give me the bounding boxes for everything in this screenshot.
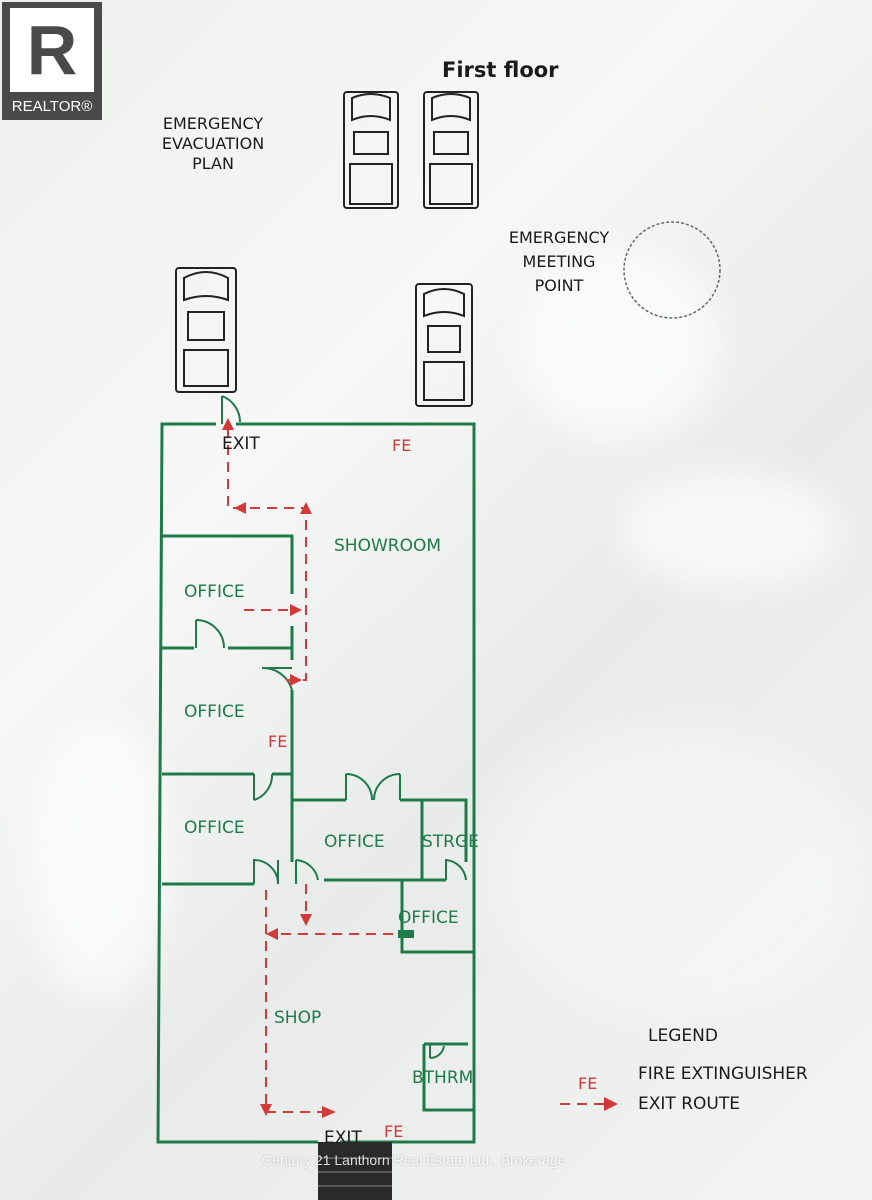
legend-title: LEGEND xyxy=(648,1026,718,1046)
page-title: First floor xyxy=(442,58,559,82)
fe-label-showroom: FE xyxy=(392,436,412,455)
room-bathroom: BTHRM xyxy=(412,1068,474,1088)
meeting-point-line-1: EMERGENCY xyxy=(508,228,610,247)
plan-title-line-3: PLAN xyxy=(192,154,234,173)
realtor-logo: R REALTOR® xyxy=(2,2,102,120)
legend-exit-route: EXIT ROUTE xyxy=(638,1094,740,1114)
plan-title-line-1: EMERGENCY xyxy=(162,114,264,133)
meeting-point-line-2: MEETING xyxy=(522,252,596,271)
route-arrowheads xyxy=(222,418,618,1118)
fe-marker-office5 xyxy=(398,930,414,938)
meeting-point-label: EMERGENCY MEETING POINT xyxy=(496,226,622,298)
fe-label-exit: FE xyxy=(384,1122,404,1141)
room-office-1: OFFICE xyxy=(184,582,245,602)
car-right xyxy=(415,283,473,407)
exit-label-top: EXIT xyxy=(222,434,260,454)
exit-stairs xyxy=(318,1142,392,1200)
fe-label-hall: FE xyxy=(268,732,288,751)
plan-title-line-2: EVACUATION xyxy=(161,134,265,153)
plan-title: EMERGENCY EVACUATION PLAN xyxy=(138,114,288,174)
car-left xyxy=(175,267,237,393)
building-walls xyxy=(156,422,476,1144)
meeting-point-line-3: POINT xyxy=(534,276,584,295)
parked-cars xyxy=(175,91,479,407)
car-top-right xyxy=(423,91,479,209)
legend-fe-symbol: FE xyxy=(578,1074,598,1093)
car-top-left xyxy=(343,91,399,209)
meeting-point-circle xyxy=(623,221,721,319)
room-office-3: OFFICE xyxy=(184,818,245,838)
doors xyxy=(195,395,467,1060)
brokerage-watermark: Century 21 Lanthorn Real Estate Ltd., Br… xyxy=(262,1152,566,1168)
room-showroom: SHOWROOM xyxy=(334,536,442,556)
realtor-logo-text: REALTOR xyxy=(11,98,82,115)
room-office-2: OFFICE xyxy=(184,702,245,722)
room-office-5: OFFICE xyxy=(398,908,459,928)
legend-fire-extinguisher: FIRE EXTINGUISHER xyxy=(638,1064,808,1084)
registered-mark: ® xyxy=(81,98,93,115)
room-shop: SHOP xyxy=(274,1008,322,1028)
realtor-r-mark xyxy=(10,8,94,92)
room-storage: STRGE xyxy=(422,832,479,852)
room-office-4: OFFICE xyxy=(324,832,385,852)
exit-label-bottom: EXIT xyxy=(324,1128,362,1148)
